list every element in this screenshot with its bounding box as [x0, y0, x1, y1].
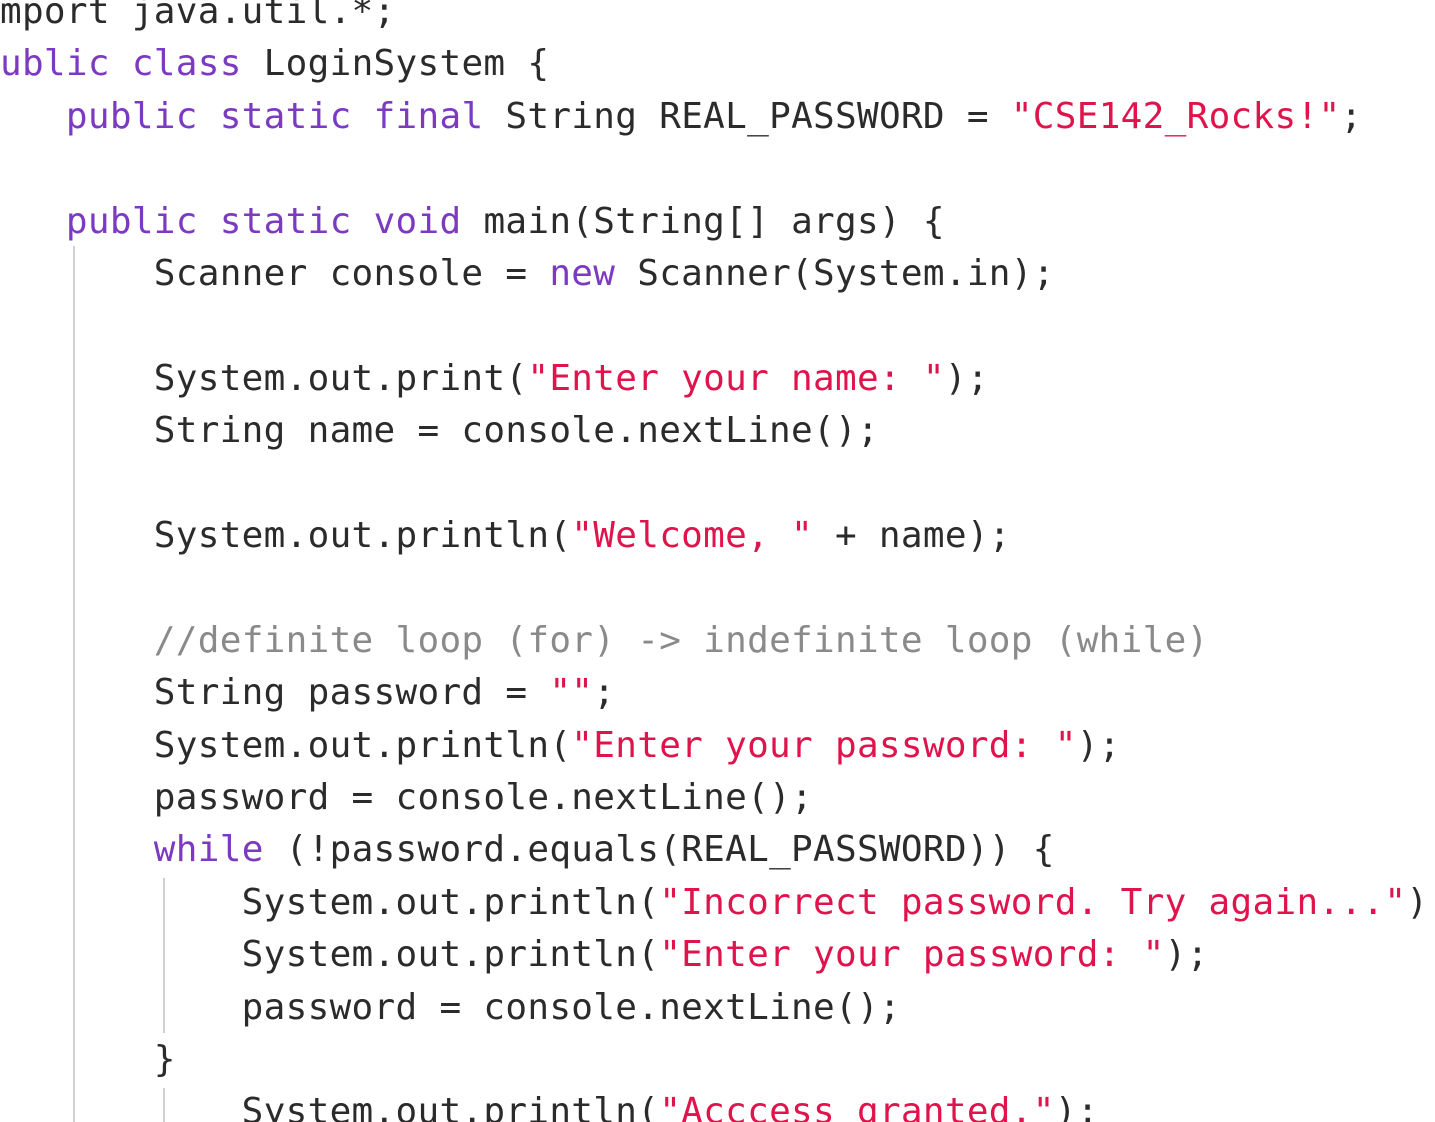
code-token: );: [1164, 934, 1209, 976]
keyword-token: public: [0, 43, 110, 85]
code-token: System.out.println(: [0, 724, 572, 766]
code-token: String REAL_PASSWORD =: [483, 95, 1011, 137]
code-token: password = console.nextLine();: [0, 777, 814, 818]
keyword-token: static: [219, 95, 352, 137]
comment-token: //definite loop (for) -> indefinite loop…: [153, 619, 1209, 661]
code-token: [0, 96, 66, 137]
code-line: public static void main(String[] args) {: [0, 196, 945, 248]
code-token: [0, 620, 154, 661]
code-token: ;: [593, 672, 616, 714]
keyword-token: public: [65, 95, 198, 137]
keyword-token: public: [65, 200, 198, 242]
code-token: }: [153, 1039, 176, 1080]
code-token: Scanner(System.in);: [615, 253, 1055, 294]
code-token: System.out.println(: [0, 1091, 660, 1122]
code-token: [198, 201, 220, 242]
indent-guide-after-while: [163, 1088, 165, 1122]
code-token: [0, 201, 66, 242]
string-token: "Incorrect password. Try again...": [659, 881, 1407, 923]
code-token: System.out.print(: [0, 357, 528, 399]
code-token: import java.util.*;: [0, 0, 396, 32]
code-token: [0, 829, 154, 870]
code-line: String password = "";: [0, 667, 615, 719]
code-token: [198, 96, 220, 137]
code-line: public class LoginSystem {: [0, 38, 549, 90]
code-line: while (!password.equals(REAL_PASSWORD)) …: [0, 824, 1055, 876]
code-line: import java.util.*;: [0, 0, 396, 38]
code-token: );: [1054, 1091, 1099, 1122]
code-token: String password =: [0, 672, 550, 714]
code-token: System.out.println(: [0, 515, 572, 556]
code-token: System.out.println(: [0, 934, 660, 976]
code-token: [352, 201, 374, 242]
code-token: Scanner console =: [0, 253, 550, 294]
code-token: + name);: [813, 515, 1011, 556]
code-token: String name = console.nextLine();: [0, 410, 879, 452]
indent-guide-while: [163, 878, 165, 1033]
code-token: ;: [1340, 95, 1363, 137]
code-token: );: [944, 357, 989, 399]
code-line: System.out.print("Enter your name: ");: [0, 353, 989, 405]
string-token: "Enter your name: ": [527, 357, 945, 399]
code-line: //definite loop (for) -> indefinite loop…: [0, 615, 1209, 667]
code-token: [352, 96, 374, 137]
code-token: );: [1406, 881, 1435, 923]
code-line: password = console.nextLine();: [0, 772, 813, 824]
string-token: "": [549, 672, 594, 714]
string-token: "Welcome, ": [571, 515, 814, 556]
string-token: "Enter your password: ": [659, 934, 1165, 976]
code-token: LoginSystem {: [241, 43, 550, 85]
keyword-token: final: [373, 95, 484, 137]
code-line: public static final String REAL_PASSWORD…: [0, 91, 1362, 143]
keyword-token: static: [219, 200, 352, 242]
code-token: main(String[] args) {: [461, 200, 945, 242]
code-token: [110, 43, 132, 84]
keyword-token: while: [153, 829, 264, 871]
code-token: (!password.equals(REAL_PASSWORD)) {: [263, 829, 1055, 871]
code-line: System.out.println("Enter your password:…: [0, 720, 1121, 772]
keyword-token: new: [549, 253, 616, 294]
code-line: Scanner console = new Scanner(System.in)…: [0, 248, 1055, 300]
indent-guide-method: [73, 246, 75, 1122]
code-token: );: [1076, 724, 1121, 766]
code-line: System.out.println("Enter your password:…: [0, 929, 1209, 981]
code-token: password = console.nextLine();: [0, 986, 901, 1028]
code-line: System.out.println("Acccess granted.");: [0, 1086, 1099, 1122]
code-line: String name = console.nextLine();: [0, 405, 879, 457]
string-token: "Enter your password: ": [571, 724, 1077, 766]
code-token: System.out.println(: [0, 881, 660, 923]
code-line: }: [0, 1034, 176, 1086]
code-line: System.out.println("Incorrect password. …: [0, 877, 1435, 929]
code-line: System.out.println("Welcome, " + name);: [0, 510, 1011, 562]
string-token: "CSE142_Rocks!": [1010, 95, 1341, 137]
string-token: "Acccess granted.": [659, 1091, 1055, 1122]
code-line: password = console.nextLine();: [0, 982, 901, 1034]
keyword-token: class: [131, 43, 242, 85]
keyword-token: void: [373, 200, 462, 242]
